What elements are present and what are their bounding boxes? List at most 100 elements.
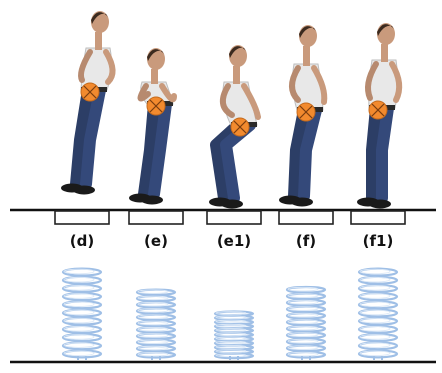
phase-label-d: (d) bbox=[69, 232, 95, 250]
marker-cross bbox=[233, 120, 247, 134]
shoe-icon bbox=[291, 197, 313, 207]
spring-coil-highlight bbox=[287, 312, 319, 318]
hair bbox=[299, 26, 316, 38]
spring-coil-highlight bbox=[359, 342, 391, 348]
center-of-mass-marker bbox=[368, 100, 388, 120]
spring-coil-highlight bbox=[287, 293, 319, 298]
spring-icon bbox=[357, 267, 399, 360]
neck bbox=[151, 69, 158, 84]
spring-coil-highlight bbox=[359, 334, 391, 340]
spring-coil-highlight bbox=[137, 345, 169, 351]
spring-coil-highlight bbox=[137, 295, 169, 301]
spring-coil bbox=[61, 300, 103, 310]
spring-coil-highlight bbox=[215, 328, 247, 332]
shoe-icon bbox=[221, 199, 243, 209]
force-plates bbox=[54, 210, 406, 225]
arm bbox=[365, 61, 379, 101]
spring-icon bbox=[135, 288, 177, 360]
spring-coil bbox=[357, 275, 399, 285]
spring-coil-highlight bbox=[137, 314, 169, 319]
spring-coil bbox=[357, 300, 399, 310]
spring-coil-highlight bbox=[215, 336, 247, 341]
spring-coil bbox=[61, 283, 103, 293]
arm bbox=[137, 83, 151, 102]
spring-coil bbox=[357, 333, 399, 343]
spring-coil-highlight bbox=[359, 326, 391, 332]
spring-coil-highlight bbox=[359, 301, 391, 307]
hair bbox=[229, 46, 246, 58]
shoe-icon bbox=[141, 195, 163, 205]
phase-label-f1: (f1) bbox=[362, 232, 394, 250]
leg-back bbox=[288, 104, 310, 202]
marker-cross bbox=[149, 99, 163, 113]
spring-coil-highlight bbox=[63, 301, 95, 307]
spring-coil-highlight bbox=[63, 334, 95, 340]
spring-coil-highlight bbox=[137, 301, 169, 307]
spring-coil-highlight bbox=[63, 293, 95, 299]
leg-back bbox=[366, 102, 382, 204]
spring-coil-highlight bbox=[359, 293, 391, 299]
neck bbox=[233, 66, 240, 84]
spring-coil-highlight bbox=[137, 327, 169, 332]
arm bbox=[219, 83, 235, 118]
spring-icon bbox=[61, 267, 103, 360]
spring-coil-highlight bbox=[359, 317, 391, 324]
arm bbox=[159, 83, 177, 103]
spring-coil-highlight bbox=[137, 320, 169, 326]
phase-label-e: (e) bbox=[144, 232, 168, 250]
spring-coil-highlight bbox=[359, 350, 391, 357]
arm bbox=[289, 65, 301, 103]
force-plate-icon bbox=[206, 210, 262, 225]
spring-coil-highlight bbox=[137, 339, 169, 344]
springs bbox=[61, 267, 399, 360]
hair bbox=[147, 49, 164, 61]
person-figure bbox=[209, 45, 261, 209]
phase-label-f: (f) bbox=[295, 232, 317, 250]
leg-back bbox=[70, 84, 94, 190]
marker-cross bbox=[299, 105, 313, 119]
spring-coil-highlight bbox=[63, 350, 95, 357]
spring-coil bbox=[61, 349, 103, 359]
force-plate-icon bbox=[54, 210, 110, 225]
spring-coil bbox=[357, 324, 399, 334]
spring-coil-highlight bbox=[287, 299, 319, 305]
arm bbox=[389, 61, 403, 103]
spring-coil bbox=[357, 267, 399, 277]
spring-coil-highlight bbox=[215, 340, 247, 345]
spring-coil-highlight bbox=[359, 309, 391, 316]
spring-coil-highlight bbox=[63, 309, 95, 316]
arm bbox=[103, 49, 116, 85]
spring-coil bbox=[61, 316, 103, 326]
spring-coil-highlight bbox=[287, 338, 319, 344]
spring-coil-highlight bbox=[137, 289, 169, 294]
spring-coil-highlight bbox=[359, 285, 391, 291]
phase-label-e1: (e1) bbox=[216, 232, 252, 250]
spring-coil bbox=[357, 292, 399, 302]
spring-coil-highlight bbox=[359, 276, 391, 283]
person-figure bbox=[129, 48, 177, 205]
neck bbox=[303, 46, 310, 66]
arm bbox=[241, 83, 261, 120]
spring-coil bbox=[357, 341, 399, 351]
spring-coil-highlight bbox=[137, 333, 169, 338]
spring-coil-highlight bbox=[63, 276, 95, 283]
spring-coil-highlight bbox=[215, 349, 247, 353]
arm bbox=[311, 65, 328, 105]
spring-coil bbox=[61, 308, 103, 318]
spring-coil-highlight bbox=[215, 332, 247, 337]
spring-coil bbox=[61, 275, 103, 285]
center-of-mass-marker bbox=[80, 82, 100, 102]
center-of-mass-marker bbox=[296, 102, 316, 122]
spring-coil-highlight bbox=[359, 268, 391, 275]
spring-coil bbox=[61, 292, 103, 302]
spring-coil-highlight bbox=[63, 268, 95, 275]
force-plate-icon bbox=[350, 210, 406, 225]
jumper-figures bbox=[61, 11, 403, 209]
leg-front bbox=[80, 84, 106, 190]
shoe-icon bbox=[369, 199, 391, 209]
neck bbox=[95, 32, 102, 50]
leg-front bbox=[376, 102, 394, 204]
spring-coil-highlight bbox=[287, 332, 319, 337]
leg-back bbox=[138, 98, 160, 200]
